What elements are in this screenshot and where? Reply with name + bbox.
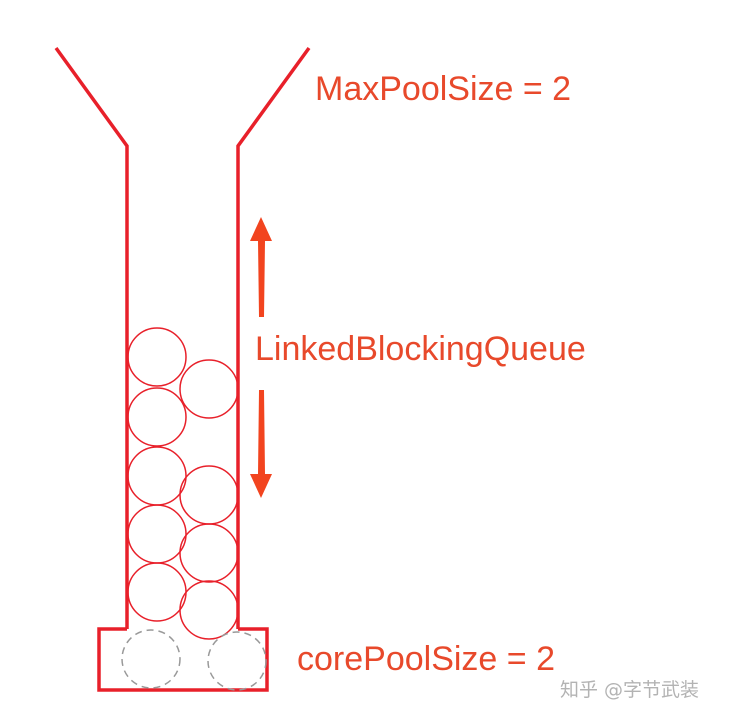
queued-task-ball (127, 387, 187, 447)
pool-funnel-right-wall (236, 46, 311, 629)
watermark: 知乎 @字节武装 (560, 679, 700, 701)
core-pool-base (97, 627, 269, 692)
core-pool-size-label: corePoolSize = 2 (297, 640, 555, 678)
queued-task-ball (127, 504, 187, 564)
queued-task-ball (127, 446, 187, 506)
queued-task-ball (127, 562, 187, 622)
queued-task-ball (179, 359, 239, 419)
pool-funnel-left-wall (54, 46, 129, 629)
queued-task-ball (127, 327, 187, 387)
arrow-up-icon (250, 217, 272, 317)
queued-task-ball (179, 523, 239, 583)
queued-task-ball (179, 580, 239, 640)
arrow-down-icon (250, 390, 272, 498)
queued-task-ball (179, 465, 239, 525)
max-pool-size-label: MaxPoolSize = 2 (315, 70, 572, 108)
core-thread-ball (121, 629, 181, 689)
core-thread-ball (207, 631, 267, 691)
queue-label: LinkedBlockingQueue (255, 330, 586, 368)
